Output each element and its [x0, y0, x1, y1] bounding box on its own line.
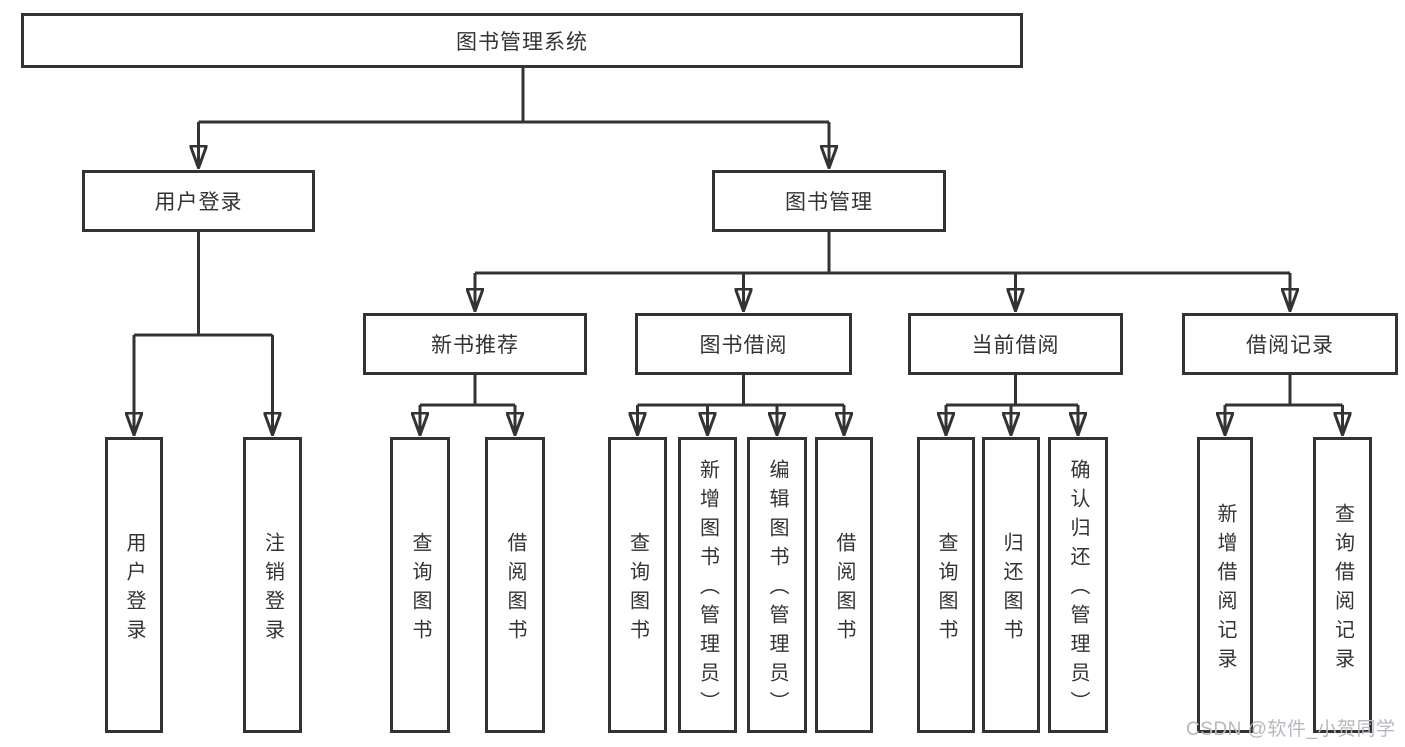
node-label: 图书管理系统	[456, 30, 588, 54]
node-leaf-query-book-2: 查询图书	[608, 437, 667, 733]
node-leaf-edit-book-admin: 编辑图书（管理员）	[747, 437, 807, 733]
node-label: 借阅图书	[504, 531, 526, 648]
node-label: 当前借阅	[971, 334, 1060, 357]
node-leaf-return-book: 归还图书	[982, 437, 1040, 733]
node-label: 图书管理	[785, 191, 873, 214]
node-label: 用户登录	[154, 191, 243, 214]
connector-book-borrow	[638, 375, 845, 435]
node-system-root: 图书管理系统	[21, 13, 1023, 68]
node-label: 新增借阅记录	[1214, 502, 1236, 677]
node-leaf-add-borrow-record: 新增借阅记录	[1197, 437, 1253, 733]
connector-root	[199, 68, 830, 168]
node-label: 借阅记录	[1246, 334, 1334, 357]
node-label: 编辑图书（管理员）	[766, 459, 788, 720]
node-label: 确认归还（管理员）	[1067, 459, 1089, 720]
watermark: CSDN @软件_小贺同学	[1186, 719, 1396, 740]
connector-user-login	[134, 232, 273, 435]
node-leaf-query-book-3: 查询图书	[917, 437, 975, 733]
node-label: 新书推荐	[431, 334, 519, 357]
node-borrow-records: 借阅记录	[1182, 313, 1398, 375]
node-label: 归还图书	[1000, 531, 1022, 648]
connector-borrow-records	[1225, 375, 1343, 435]
connector-new-book	[420, 375, 515, 435]
node-leaf-borrow-book-2: 借阅图书	[815, 437, 873, 733]
node-label: 借阅图书	[833, 531, 855, 648]
node-label: 查询图书	[935, 531, 957, 648]
node-book-borrow: 图书借阅	[635, 313, 852, 375]
node-new-book-recommend: 新书推荐	[363, 313, 587, 375]
node-leaf-user-login: 用户登录	[105, 437, 163, 733]
node-book-management: 图书管理	[712, 170, 946, 232]
node-label: 注销登录	[261, 531, 284, 648]
node-label: 查询借阅记录	[1331, 502, 1354, 677]
node-leaf-query-borrow-record: 查询借阅记录	[1313, 437, 1372, 733]
node-label: 查询图书	[626, 531, 649, 648]
node-label: 查询图书	[409, 531, 431, 648]
connector-book-management	[475, 232, 1290, 311]
node-label: 图书借阅	[699, 334, 788, 357]
node-user-login: 用户登录	[82, 170, 315, 232]
node-leaf-borrow-book-1: 借阅图书	[485, 437, 545, 733]
node-leaf-logout: 注销登录	[243, 437, 302, 733]
node-leaf-confirm-return-admin: 确认归还（管理员）	[1048, 437, 1108, 733]
node-label: 用户登录	[123, 531, 145, 648]
node-current-borrow: 当前借阅	[908, 313, 1123, 375]
node-leaf-add-book-admin: 新增图书（管理员）	[678, 437, 737, 733]
node-leaf-query-book-1: 查询图书	[390, 437, 450, 733]
node-label: 新增图书（管理员）	[696, 459, 719, 720]
connector-current-borrow	[946, 375, 1078, 435]
